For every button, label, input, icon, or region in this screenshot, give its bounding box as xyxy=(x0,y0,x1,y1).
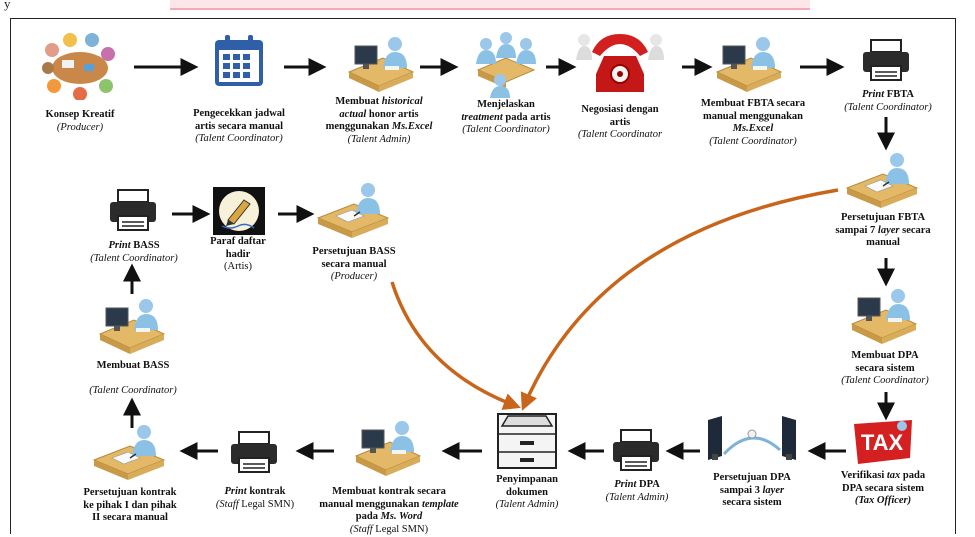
role: (Talent Coordinator xyxy=(577,129,663,140)
text: pada xyxy=(355,511,381,522)
tax-icon: TAX xyxy=(854,420,912,464)
text: menggunakan xyxy=(325,121,392,132)
text-italic: Print xyxy=(224,486,247,497)
title-line-1: Penyimpanan xyxy=(496,474,558,485)
text-italic: tax xyxy=(886,470,901,481)
title-line-1: Persetujuan BASS xyxy=(312,246,396,257)
role-italic: (Staff xyxy=(215,498,239,510)
title-line-2: DPA secara sistem xyxy=(841,482,925,494)
title-line-3: Ms.Excel xyxy=(732,123,774,134)
title-line-1: Membuat kontrak secara xyxy=(332,486,446,497)
text-italic: actual xyxy=(339,108,367,120)
text: sampai 7 xyxy=(835,224,878,236)
svg-text:TAX: TAX xyxy=(861,430,904,455)
text: BASS xyxy=(130,240,160,251)
text-italic: Ms.Excel xyxy=(391,121,433,132)
highlight-band xyxy=(170,0,810,10)
role: (Talent Admin) xyxy=(347,133,411,145)
title-line-3: manual xyxy=(866,237,900,248)
role: (Talent Admin) xyxy=(495,499,559,510)
title-line-1: Menjelaskan xyxy=(477,99,535,110)
text: secara xyxy=(899,224,931,236)
title-line-2: artis xyxy=(609,116,631,128)
role: (Artis) xyxy=(224,261,252,272)
text: Membuat xyxy=(335,96,382,107)
role: (Tax Officer) xyxy=(854,495,912,506)
creative-team-icon xyxy=(42,33,115,100)
title-line-1: Membuat FBTA secara xyxy=(700,98,806,109)
role: (Talent Coordinator) xyxy=(195,133,283,144)
text-italic: Print xyxy=(108,240,131,251)
title-line-3: II secara manual xyxy=(92,512,168,523)
text: manual menggunakan xyxy=(319,498,422,510)
telephone-icon xyxy=(576,34,664,92)
text-italic: Ms. Word xyxy=(380,511,423,522)
title-line-1: Persetujuan DPA xyxy=(713,472,791,483)
role: (Producer) xyxy=(56,121,104,133)
role-text: Legal SMN) xyxy=(238,498,295,510)
title-line-1: Membuat DPA xyxy=(851,350,919,361)
title-line-2: secara manual xyxy=(321,258,387,270)
text: FBTA xyxy=(884,89,915,100)
text: honor artis xyxy=(366,108,419,120)
role: (Talent Coordinator) xyxy=(709,135,797,147)
title-line-1: Persetujuan FBTA xyxy=(840,212,926,223)
calendar-icon xyxy=(215,35,263,86)
filing-cabinet-icon xyxy=(497,413,557,469)
text-italic: treatment xyxy=(461,111,503,123)
title-line-3: secara sistem xyxy=(722,497,782,508)
title-line-1: Persetujuan kontrak xyxy=(83,487,177,498)
text: pada xyxy=(900,470,926,481)
role: (Talent Coordinator) xyxy=(844,101,932,113)
title-line-1: Paraf daftar xyxy=(210,236,266,247)
title-line-2: secara sistem xyxy=(855,362,915,374)
role: (Talent Coordinator) xyxy=(89,384,177,396)
text: kontrak xyxy=(246,486,286,497)
title-line-2: hadir xyxy=(225,248,251,260)
text-italic: template xyxy=(421,498,459,510)
text: sampai 3 xyxy=(719,484,763,496)
pen-signature-icon xyxy=(213,187,265,235)
curve-fbta-to-simpan xyxy=(520,188,839,411)
text: pada artis xyxy=(502,111,551,123)
curve-bass-to-simpan xyxy=(390,281,521,410)
diagram-frame xyxy=(10,18,956,534)
text: DPA xyxy=(636,479,660,490)
top-text-fragment: y xyxy=(4,0,11,11)
role-italic: (Staff xyxy=(349,523,373,535)
title-line-1: Negosiasi dengan xyxy=(581,104,659,115)
text-italic: Print xyxy=(861,89,885,100)
text-italic: layer xyxy=(762,484,785,496)
title-line-1: Pengecekkan jadwal xyxy=(193,108,285,119)
role: (Talent Coordinator) xyxy=(841,375,929,386)
title-line-2: artis secara manual xyxy=(194,120,284,132)
role: (Talent Admin) xyxy=(605,491,669,503)
meeting-icon xyxy=(476,32,536,98)
text-italic: Print xyxy=(614,479,637,490)
title-line-2: ke pihak I dan pihak xyxy=(83,499,177,511)
role: (Talent Coordinator) xyxy=(90,252,178,264)
approval-computers-icon xyxy=(708,416,796,460)
text-italic: layer xyxy=(877,224,900,236)
text-italic: historical xyxy=(381,96,423,107)
title-line-2: manual menggunakan xyxy=(702,110,804,122)
role-text: Legal SMN) xyxy=(372,523,429,535)
text: Verifikasi xyxy=(840,470,887,481)
title: Konsep Kreatif xyxy=(45,109,115,120)
title-line-2: dokumen xyxy=(505,486,548,498)
top-bar: y xyxy=(0,0,975,20)
role: (Producer) xyxy=(330,271,378,282)
title: Membuat BASS xyxy=(96,360,170,371)
role: (Talent Coordinator) xyxy=(462,124,550,135)
